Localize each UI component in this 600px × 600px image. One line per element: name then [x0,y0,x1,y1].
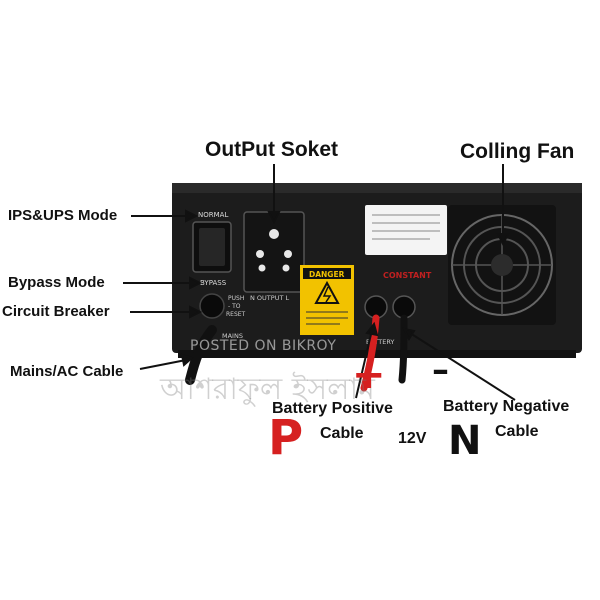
watermark-bangla: আশরাফুল ইসলাম [160,372,375,407]
socket-pin-top [269,229,279,239]
push-reset-label-2: - TO [228,303,241,310]
label-bypass-mode: Bypass Mode [8,274,105,291]
battery-negative-cable [398,314,408,384]
label-battery-positive-cable: Cable [320,425,364,442]
warning-triangle-icon [314,280,340,304]
mains-label: MAINS [222,332,243,340]
label-voltage: 12V [398,430,427,447]
socket-pin-bl [258,264,266,272]
watermark-posted: POSTED ON BIKROY [190,338,337,354]
socket-pin-right [284,250,292,258]
label-circuit-breaker: Circuit Breaker [2,303,110,320]
brand-logo: CONSTANT [383,271,432,280]
socket-pin-left [256,250,264,258]
push-reset-label-3: RESET [226,311,246,318]
pointer-mains [139,359,187,370]
battery-label: BATTERY [366,338,394,346]
spec-sticker [365,205,447,255]
inverter-base [178,350,576,358]
pointer-battery-negative [409,332,516,401]
inverter-top-edge [172,183,582,193]
output-label: N OUTPUT L [250,294,289,302]
label-battery-negative-cable: Cable [495,423,539,440]
label-battery-negative: Battery Negative [443,398,570,415]
label-ips-ups-mode: IPS&UPS Mode [8,207,118,224]
normal-label: NORMAL [198,211,228,219]
label-battery-positive: Battery Positive [272,400,393,417]
bypass-label: BYPASS [200,279,227,287]
push-reset-label-1: PUSH [228,295,244,302]
fan-hub [491,254,513,276]
mode-switch-rocker [199,228,225,266]
label-mains-cable: Mains/AC Cable [10,363,124,380]
label-cooling-fan: Colling Fan [460,140,575,163]
socket-pin-br [282,264,290,272]
plus-sign: + [352,352,386,398]
label-output-socket: OutPut Soket [205,138,339,161]
circuit-breaker-button [199,293,225,319]
mains-cable [185,325,217,385]
pointer-battery-positive [355,329,373,399]
negative-letter: N [448,418,482,464]
minus-sign: – [432,350,449,390]
positive-letter: P [268,410,304,466]
danger-label: DANGER [309,270,345,279]
